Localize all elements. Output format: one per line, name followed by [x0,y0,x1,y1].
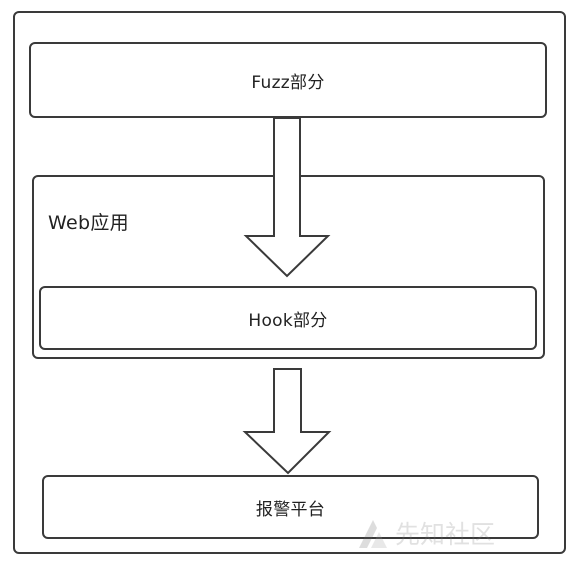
arrow-fuzz-to-hook [243,117,331,278]
xianzhi-logo-icon [359,520,387,548]
fuzz-label: Fuzz部分 [251,72,325,93]
hook-label: Hook部分 [248,310,328,331]
hook-box: Hook部分 [39,286,537,350]
alarm-platform-label: 报警平台 [255,499,326,520]
alarm-platform-box: 报警平台 [42,475,539,539]
watermark-text: 先知社区 [395,520,496,549]
outer-frame [13,11,566,554]
web-app-label: Web应用 [48,212,129,234]
arrow-webapp-to-alarm [242,368,332,475]
watermark: 先知社区 [355,515,495,551]
